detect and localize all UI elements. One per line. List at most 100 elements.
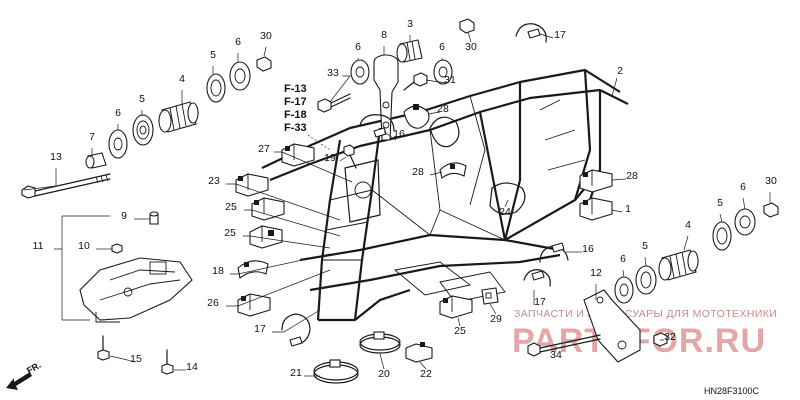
clamp-28-right — [579, 169, 613, 193]
nut-30-middle — [459, 18, 475, 34]
bolt-14 — [161, 349, 174, 375]
callout-number: 9 — [121, 210, 127, 222]
bolt-19 — [343, 144, 357, 169]
clamp-18 — [237, 260, 269, 280]
band-21 — [313, 359, 359, 384]
reference-code: F-13 — [284, 83, 307, 95]
callout-number: 5 — [717, 197, 723, 209]
callout-number: 20 — [378, 368, 390, 380]
clamp-25-a — [251, 197, 285, 221]
pivot-3 — [396, 39, 423, 63]
callout-number: 11 — [33, 240, 44, 252]
callout-number: 17 — [254, 323, 266, 335]
bearing-6-right-lower — [614, 276, 634, 304]
seal-5-upper — [206, 73, 226, 103]
main-frame — [261, 68, 629, 322]
callout-number: 17 — [554, 29, 566, 41]
clamp-28-top — [403, 104, 430, 129]
callout-number: 14 — [186, 361, 198, 373]
callout-number: 8 — [381, 29, 387, 41]
callout-number: 4 — [685, 219, 691, 231]
callout-number: 6 — [439, 41, 445, 53]
clamp-26 — [237, 293, 271, 317]
clamp-23 — [235, 173, 269, 197]
callout-number: 26 — [207, 297, 219, 309]
callout-number: 16 — [582, 243, 594, 255]
callout-number: 6 — [740, 181, 746, 193]
bolt-31 — [403, 72, 428, 91]
front-arrow-icon — [6, 372, 32, 390]
nut-32 — [653, 332, 668, 347]
clamp-1 — [579, 197, 613, 221]
callout-number: 30 — [260, 30, 272, 42]
callout-number: 25 — [454, 325, 466, 337]
reference-code: F-17 — [284, 96, 307, 108]
reference-code: F-18 — [284, 109, 307, 121]
callout-number: 5 — [139, 93, 145, 105]
callout-number: 15 — [130, 353, 142, 365]
ring-16-top — [359, 114, 395, 138]
reference-codes: F-13 F-17 F-18 F-33 — [284, 83, 331, 151]
callout-number: 25 — [224, 227, 236, 239]
callout-number: 30 — [465, 41, 477, 53]
nut-30-left — [256, 56, 272, 72]
callout-number: 1 — [625, 203, 631, 215]
callout-number: 23 — [208, 175, 220, 187]
ring-17-lower-right — [523, 269, 551, 287]
callout-number: 17 — [534, 296, 546, 308]
band-20 — [359, 331, 401, 354]
diagram-code: HN28F3100C — [704, 386, 760, 396]
callout-number: 21 — [290, 367, 302, 379]
clamp-27 — [281, 143, 315, 167]
callout-number: 12 — [590, 267, 602, 279]
callout-number: 27 — [258, 143, 270, 155]
pivot-4-right — [658, 249, 699, 281]
bearing-6-middle — [350, 59, 453, 85]
seal-5-right-lower — [635, 265, 657, 295]
callout-bracket-11 — [54, 215, 150, 321]
callout-number: 10 — [78, 240, 90, 252]
leader-lines — [23, 31, 771, 377]
clip-29 — [481, 287, 499, 305]
callout-number: 6 — [235, 36, 241, 48]
clamp-25-c — [439, 295, 473, 319]
clamp-25-b — [249, 225, 283, 249]
callout-number: 6 — [620, 253, 626, 265]
callout-number: 3 — [407, 18, 413, 30]
grommet-9 — [149, 211, 159, 225]
callout-number: 13 — [50, 151, 62, 163]
bracket-8 — [373, 54, 399, 141]
collar-7 — [85, 152, 107, 169]
callout-number: 34 — [550, 349, 562, 361]
callout-number: 28 — [437, 103, 449, 115]
pivot-4-left — [158, 101, 199, 133]
callout-number: 6 — [355, 41, 361, 53]
bearing-6-right-upper — [734, 208, 756, 236]
front-direction-indicator: FR. — [6, 360, 43, 390]
plate-12 — [583, 289, 641, 363]
bolt-33 — [317, 93, 351, 113]
callout-number: 32 — [664, 331, 676, 343]
watermark-tagline: ЗАПЧАСТИ И АКСЕССУАРЫ ДЛЯ МОТОТЕХНИКИ — [514, 308, 777, 320]
callout-number: 16 — [393, 128, 405, 140]
callout-number: 33 — [327, 67, 339, 79]
callout-number: 5 — [210, 49, 216, 61]
bolt-34 — [527, 334, 601, 357]
callout-number: 29 — [490, 313, 502, 325]
callout-number: 28 — [626, 170, 638, 182]
clamp-28-middle — [439, 162, 467, 179]
ring-16-right — [539, 242, 569, 263]
callout-number: 6 — [115, 107, 121, 119]
clamp-22 — [405, 342, 433, 363]
callout-number: 19 — [324, 152, 336, 164]
callout-number: 7 — [89, 131, 95, 143]
bolt-15 — [97, 335, 110, 361]
callout-number: 24 — [499, 206, 511, 218]
callout-number: 5 — [642, 240, 648, 252]
bearing-6-left — [108, 129, 128, 159]
bearing-6-upper — [229, 61, 251, 91]
long-bolt-13 — [21, 173, 111, 199]
ring-17-top-right — [515, 23, 547, 43]
